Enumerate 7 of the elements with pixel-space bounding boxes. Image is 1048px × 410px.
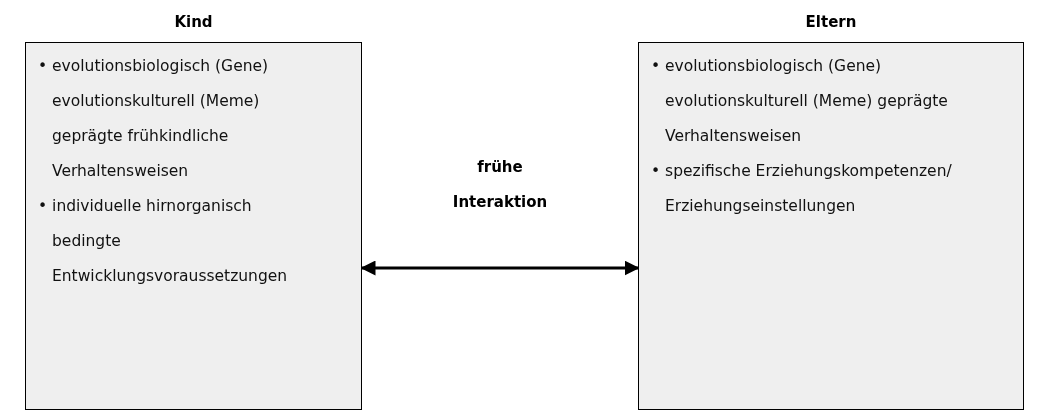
bullet-item: • individuelle hirnorganisch bedingte Entwicklungsvoraussetzungen	[38, 196, 289, 287]
double-arrow	[360, 260, 640, 276]
bullet-item: • evolutionsbiologisch (Gene) evolutionskulturell (Meme) geprägte Verhaltensweisen	[651, 56, 949, 147]
column-heading: Eltern	[804, 12, 858, 32]
column-heading: Kind	[173, 12, 214, 32]
bullet-item: • evolutionsbiologisch (Gene) evolutionskulturell (Meme) geprägte frühkindliche Verhaltensweisen	[38, 56, 270, 182]
bullet-item: • spezifische Erziehungskompetenzen/ Erziehungseinstellungen	[651, 161, 953, 217]
